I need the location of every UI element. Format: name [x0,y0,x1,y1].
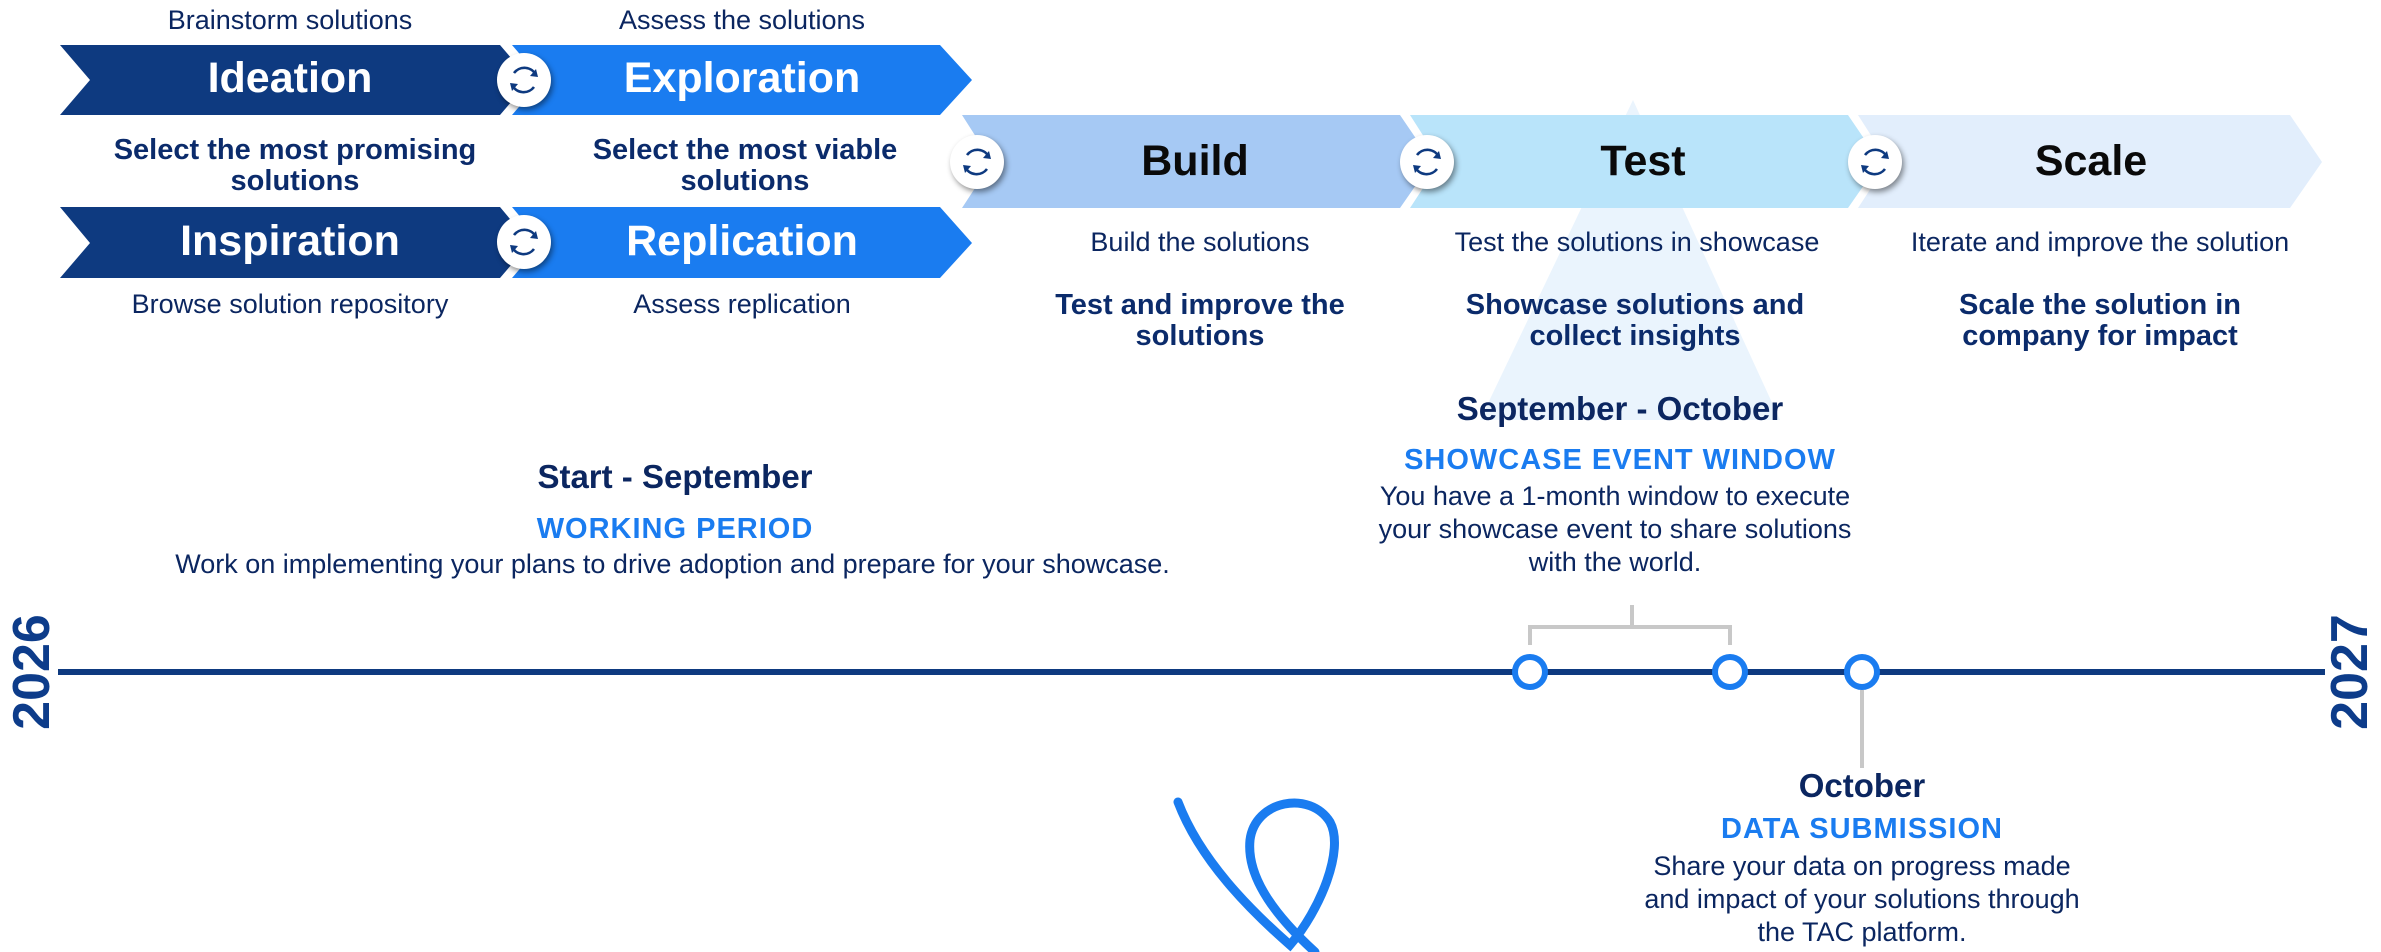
scale-arrow [1858,115,2322,208]
exploration-bottom-caption: Select the most viable solutions [592,134,898,197]
submission-title: DATA SUBMISSION [1721,813,2003,845]
ideation-caption: Brainstorm solutions [167,5,413,35]
replication-label: Replication [626,217,858,265]
replication-caption: Assess replication [633,289,851,319]
working-date: Start - September [537,458,813,495]
inspiration-caption: Browse solution repository [131,289,449,319]
build-bold-caption: Test and improve the solutions [1055,289,1345,352]
submission-desc: Share your data on progress made and imp… [1644,851,2080,947]
working-desc: Work on implementing your plans to drive… [175,549,1170,579]
test-caption: Test the solutions in showcase [1454,227,1820,257]
cycle-icon [497,53,551,107]
showcase-desc: You have a 1-month window to execute you… [1378,481,1852,577]
scale-bold-caption: Scale the solution in company for impact [1959,289,2241,352]
working-title: WORKING PERIOD [536,513,814,545]
cycle-icon [1848,135,1902,189]
showcase-bracket [1528,605,1732,645]
end-year: 2027 [2321,614,2379,730]
exploration-caption: Assess the solutions [618,5,866,35]
scale-label: Scale [2034,137,2148,185]
exploration-label: Exploration [623,54,861,102]
cycle-icon [1400,135,1454,189]
test-arrow [1410,115,1880,208]
cycle-icon [497,215,551,269]
showcase-date: September - October [1456,390,1784,427]
showcase-start-marker [1512,654,1548,690]
cycle-icon [950,135,1004,189]
start-year: 2026 [3,614,61,730]
scale-caption: Iterate and improve the solution [1910,227,2290,257]
ideation-label: Ideation [207,54,373,102]
showcase-end-marker [1712,654,1748,690]
replication-arrow [512,207,972,278]
inspiration-arrow [60,207,530,278]
build-label: Build [1141,137,1249,185]
test-bold-caption: Showcase solutions and collect insights [1465,289,1805,352]
swirl-logo [1173,797,1339,952]
ideation-arrow [60,45,530,115]
submission-date: October [1798,767,1926,804]
exploration-arrow [512,45,972,115]
build-caption: Build the solutions [1090,227,1310,257]
ideation-bottom-caption: Select the most promising solutions [113,134,477,197]
test-label: Test [1600,137,1686,185]
build-arrow [962,115,1432,208]
showcase-title: SHOWCASE EVENT WINDOW [1404,444,1836,476]
submission-marker [1844,654,1880,690]
inspiration-label: Inspiration [180,217,400,265]
